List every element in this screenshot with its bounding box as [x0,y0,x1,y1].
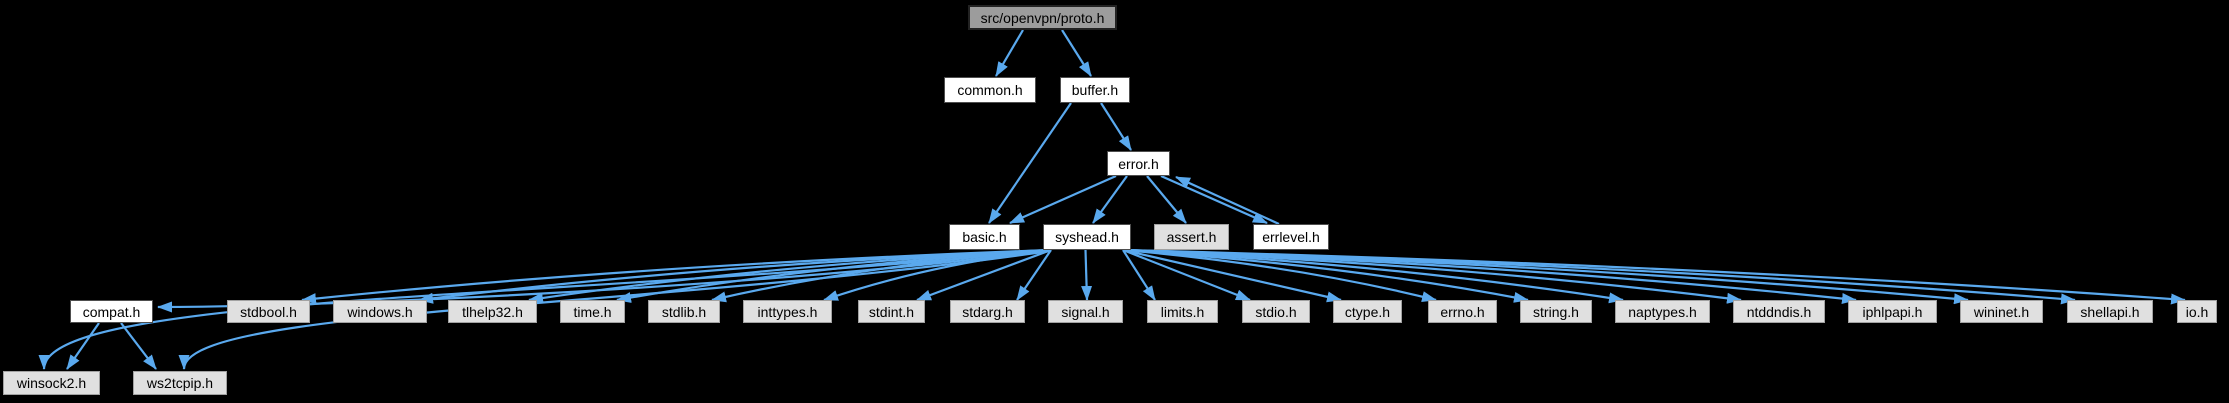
graph-node-syshead[interactable]: syshead.h [1043,224,1131,250]
graph-node-stdio: stdio.h [1242,300,1310,323]
edge-error-to-syshead [1092,175,1128,224]
graph-node-signal: signal.h [1048,300,1123,323]
edge-syshead-to-inttypes [823,248,1052,302]
graph-node-ws2tcpip: ws2tcpip.h [133,371,227,395]
graph-node-ctype: ctype.h [1333,300,1402,323]
graph-node-iphlpapi: iphlpapi.h [1848,300,1937,323]
edge-syshead-to-signal [1081,249,1093,301]
graph-node-proto: src/openvpn/proto.h [968,5,1117,30]
edge-proto-to-buffer [1061,29,1092,77]
graph-node-inttypes: inttypes.h [743,300,832,323]
edge-error-to-errlevel [1160,174,1268,225]
edge-compat-to-ws2tcpip [120,322,157,370]
graph-node-stdlib: stdlib.h [648,300,720,323]
graph-node-naptypes: naptypes.h [1615,300,1710,323]
graph-node-shellapi: shellapi.h [2067,300,2153,323]
edge-syshead-to-stdarg [1016,249,1052,301]
edge-error-to-basic [1009,174,1117,225]
graph-node-common[interactable]: common.h [944,77,1036,103]
graph-node-wininet: wininet.h [1960,300,2043,323]
graph-node-stdint: stdint.h [858,300,925,323]
edge-syshead-to-stdint [916,248,1052,302]
graph-node-limits: limits.h [1147,300,1218,323]
graph-node-buffer[interactable]: buffer.h [1060,77,1130,103]
graph-node-string: string.h [1520,300,1592,323]
edge-syshead-to-io [1122,248,2186,305]
edge-syshead-to-ctype [1122,248,1342,303]
graph-node-compat[interactable]: compat.h [70,300,153,323]
edge-proto-to-common [995,29,1024,77]
edge-syshead-to-limits [1122,249,1156,301]
graph-node-errno: errno.h [1428,300,1497,323]
graph-node-basic[interactable]: basic.h [949,224,1020,250]
graph-node-errlevel[interactable]: errlevel.h [1253,224,1329,250]
graph-node-error[interactable]: error.h [1107,151,1170,176]
edge-compat-to-winsock2 [66,322,100,370]
graph-node-windows: windows.h [333,300,427,323]
graph-node-ntddndis: ntddndis.h [1733,300,1825,323]
graph-node-time: time.h [560,300,625,323]
edge-syshead-to-stdio [1122,248,1251,302]
edge-buffer-to-error [1100,102,1132,151]
graph-node-winsock2: winsock2.h [3,371,100,395]
edge-errlevel-to-error [1175,175,1280,226]
graph-node-stdarg: stdarg.h [950,300,1025,323]
graph-node-assert: assert.h [1154,224,1229,250]
graph-node-tlhelp32: tlhelp32.h [448,300,537,323]
graph-node-stdbool: stdbool.h [227,300,310,323]
edge-error-to-assert [1146,175,1187,224]
edge-buffer-to-basic [988,102,1072,224]
graph-node-io: io.h [2177,300,2217,323]
